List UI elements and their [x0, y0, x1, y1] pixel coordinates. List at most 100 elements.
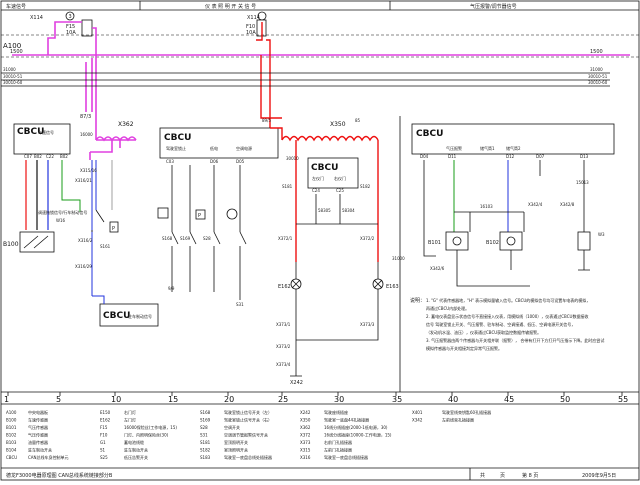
m3-pin-2: C25	[336, 188, 344, 193]
x373a-label: X373/1	[276, 322, 291, 327]
wire-9-label: 9/9	[168, 286, 175, 291]
x342a-label: X342/4	[528, 202, 543, 207]
m4-hdr-2: 储气筒1	[480, 145, 495, 151]
legend-description: 室顶照明开关	[224, 447, 248, 453]
legend-code: S28	[200, 425, 208, 430]
wire-16000-label: 16000	[80, 132, 93, 137]
x373b-label: X373/2	[276, 344, 291, 349]
header-section-speed: 车速信号	[6, 3, 26, 10]
legend-code: S169	[200, 418, 211, 423]
legend-description: 驾驶室线束钥匙60孔插接器	[442, 409, 491, 415]
legend-description: 驾驶室锁止信号开关（右）	[224, 417, 272, 423]
b100-symbol	[23, 235, 49, 249]
cab-ground-wires	[171, 246, 241, 300]
legend-code: X401	[412, 410, 423, 415]
legend-description: 驾驶座线插座	[324, 409, 348, 415]
legend-code: S168	[200, 410, 211, 415]
m2-hdr-1: 驾驶室锁止	[166, 145, 186, 151]
e162-lamp-cross	[291, 279, 301, 289]
rail-31000-label: 31000	[3, 67, 16, 72]
x316a-label: X316/21	[75, 178, 92, 183]
m2-pin-3: D05	[236, 159, 245, 164]
b102-label: B102	[486, 240, 499, 246]
wire-red-trunk	[266, 39, 271, 128]
header-section-lighting: 仪 表 照 明 开 关 信 号	[205, 3, 256, 10]
wire-blue-x316	[91, 160, 97, 296]
switch-s1	[91, 209, 105, 232]
notes-title: 说明：	[410, 297, 425, 304]
x362-label: X362	[118, 121, 134, 128]
notes-line-1: 1. "G" 代表传感器地，"H" 表示模拟量输入信号。CBCU的模拟信号均可设…	[426, 297, 590, 303]
fuse1-terminal	[65, 11, 75, 21]
footer-page-num: 第 8 页	[522, 472, 538, 479]
wire-30010-label: 30010	[286, 156, 299, 161]
m4-pin-2: D11	[448, 154, 457, 159]
sensor-ground-wires	[456, 250, 530, 287]
s161-label: S161	[100, 244, 111, 249]
legend-code: B101	[6, 425, 17, 430]
wire-pressure-2	[539, 160, 585, 232]
legend-description: 室顶照明开关	[224, 439, 248, 445]
notes-line-7: 模拟传感器与开关相接判定异常气压报警。	[426, 345, 502, 351]
x350-label: X350	[330, 121, 346, 128]
fuse1-amp: 10A	[66, 30, 76, 36]
legend-description: 驾驶室—底盘总线插接器	[324, 454, 368, 460]
b103-sensor	[577, 231, 591, 251]
ruler-tick-label: 40	[448, 395, 458, 404]
legend-description: 右门灯	[124, 409, 136, 415]
fuse1-pin: 3	[69, 14, 72, 20]
cbcu-module-speed-label: CBCU	[17, 127, 44, 137]
legend-description: 空调调节管报警信号开关	[224, 432, 268, 438]
legend-description: 油量传感器	[28, 439, 48, 445]
m3-hdr-1: 左仪门	[312, 175, 324, 181]
wire-58304-label: 58304	[342, 208, 355, 213]
m1-pin-3: C22	[46, 154, 54, 159]
m1-pin-2: B02	[34, 154, 42, 159]
legend-code: A100	[6, 410, 17, 415]
fuse2-name: F10	[246, 24, 255, 30]
cbcu-module-park	[99, 303, 159, 327]
s168-label: S168	[162, 236, 173, 241]
legend-code: S181	[200, 440, 211, 445]
legend-code: G1	[100, 440, 106, 445]
ruler-tick-label: 50	[560, 395, 570, 404]
x373c-label: X373/3	[360, 322, 375, 327]
m4-pin-5: D13	[580, 154, 589, 159]
legend-code: S183	[200, 455, 211, 460]
m2-pin-2: D06	[210, 159, 219, 164]
ruler-tick-label: 25	[278, 395, 288, 404]
w16-label: W16	[56, 218, 66, 223]
legend-description: 低压告警开关	[124, 454, 148, 460]
x362-connector	[95, 136, 137, 142]
footer-total-label: 共	[480, 472, 485, 479]
legend-code: X315	[300, 448, 311, 453]
fuse1-feed	[47, 21, 82, 55]
legend-description: 左前门孔插接器	[324, 447, 352, 453]
x350-branch-red	[295, 140, 379, 262]
m4-pin-3: D12	[506, 154, 515, 159]
s182-label: S182	[360, 184, 371, 189]
legend-code: X342	[412, 418, 423, 423]
m4-hdr-3: 储气筒2	[506, 145, 521, 151]
legend-description: 气压传感器	[28, 432, 48, 438]
rail-1500-label-right: 1500	[590, 49, 603, 55]
s181-label: S181	[282, 184, 293, 189]
b100-label: B100	[3, 241, 19, 248]
legend-description: 16线分线插座(2000-1低电源，30)	[324, 424, 388, 430]
x242-label: X242	[290, 380, 303, 386]
legend-code: B104	[6, 448, 17, 453]
cab-p-icon	[195, 209, 206, 220]
wire-87-label: 87/3	[80, 114, 91, 120]
legend-code: X316	[300, 455, 311, 460]
legend-code: F10	[100, 433, 108, 438]
wire-16103-label: 16103	[480, 204, 493, 209]
legend-description: 左前线束孔插接器	[442, 417, 474, 423]
legend-code: X362	[300, 425, 311, 430]
legend-description: 门灯、内照明保险丝(30)	[124, 432, 169, 438]
m2-hdr-3: 空调电源	[236, 145, 252, 151]
legend-code: S31	[200, 433, 208, 438]
fuse2-amp: 10A	[246, 30, 256, 36]
